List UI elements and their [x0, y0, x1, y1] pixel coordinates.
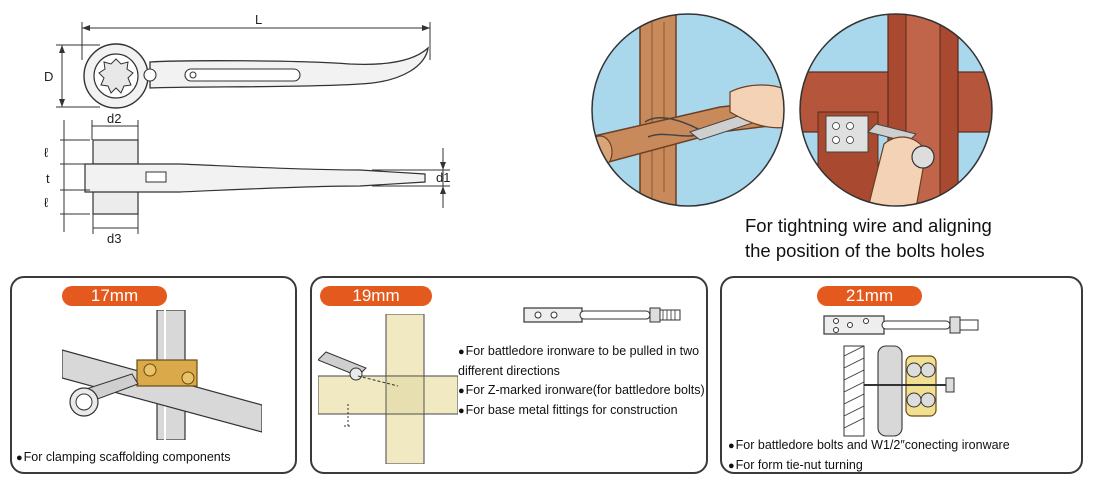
caption-line-2: the position of the bolts holes: [745, 240, 985, 261]
wrench-top-view: [83, 43, 429, 109]
notes-19mm: ●For battledore ironware to be pulled in…: [458, 342, 706, 421]
note-19mm-3: ●For base metal fittings for constructio…: [458, 401, 706, 421]
dim-d1: d1: [436, 170, 450, 185]
bullet-icon: ●: [458, 385, 465, 397]
size-badge-21mm: 21mm: [817, 286, 922, 306]
bullet-icon: ●: [458, 405, 465, 417]
form-tie-illustration: [843, 345, 955, 437]
bullet-icon: ●: [16, 452, 23, 464]
dim-d2: d2: [107, 111, 121, 126]
notes-21mm: ●For battledore bolts and W1/2″conecting…: [728, 436, 1080, 476]
note-text: For form tie-nut turning: [735, 458, 863, 472]
usage-caption: For tightning wire and aligning the posi…: [745, 213, 992, 263]
scaffold-clamp-illustration: [62, 310, 262, 440]
note-text: For base metal fittings for construction: [465, 403, 678, 417]
bullet-icon: ●: [728, 460, 735, 472]
panel-17mm: 17mm ●For clamping scaffolding component…: [10, 276, 297, 474]
panel-21mm: 21mm ●For battledore bolts and W1/2″cone…: [720, 276, 1083, 474]
dim-d3: d3: [107, 231, 121, 246]
size-badge-17mm: 17mm: [62, 286, 167, 306]
dim-l-top: ℓ: [44, 145, 49, 160]
dim-l-bottom: ℓ: [44, 195, 49, 210]
w12-bolt-drawing: [823, 315, 979, 335]
bullet-icon: ●: [458, 346, 465, 358]
caption-line-1: For tightning wire and aligning: [745, 215, 992, 236]
note-21mm-1: ●For battledore bolts and W1/2″conecting…: [728, 436, 1080, 456]
usage-illustration-bolts: [799, 13, 993, 207]
note-text: For battledore bolts and W1/2″conecting …: [735, 438, 1010, 452]
battledore-bolt-drawing: [523, 307, 681, 323]
dim-D: D: [44, 69, 53, 84]
wrench-technical-drawing: L D d2 ℓ t ℓ d1 d3: [44, 12, 450, 246]
note-21mm-2: ●For form tie-nut turning: [728, 456, 1080, 476]
panel-19mm: 19mm ●For battledore ironware to be pull…: [310, 276, 708, 474]
note-19mm-1: ●For battledore ironware to be pulled in…: [458, 342, 706, 381]
dim-t: t: [46, 171, 50, 186]
note-19mm-2: ●For Z-marked ironware(for battledore bo…: [458, 381, 706, 401]
timber-frame-illustration: [318, 314, 458, 464]
note-text: For Z-marked ironware(for battledore bol…: [465, 383, 705, 397]
bullet-icon: ●: [728, 440, 735, 452]
note-17mm-1: ●For clamping scaffolding components: [16, 448, 230, 468]
note-text: For clamping scaffolding components: [23, 450, 231, 464]
usage-illustration-wire: [591, 13, 785, 207]
dim-L: L: [255, 12, 262, 27]
note-text: For battledore ironware to be pulled in …: [458, 344, 700, 378]
wrench-side-view: [84, 139, 426, 215]
size-badge-19mm: 19mm: [320, 286, 432, 306]
